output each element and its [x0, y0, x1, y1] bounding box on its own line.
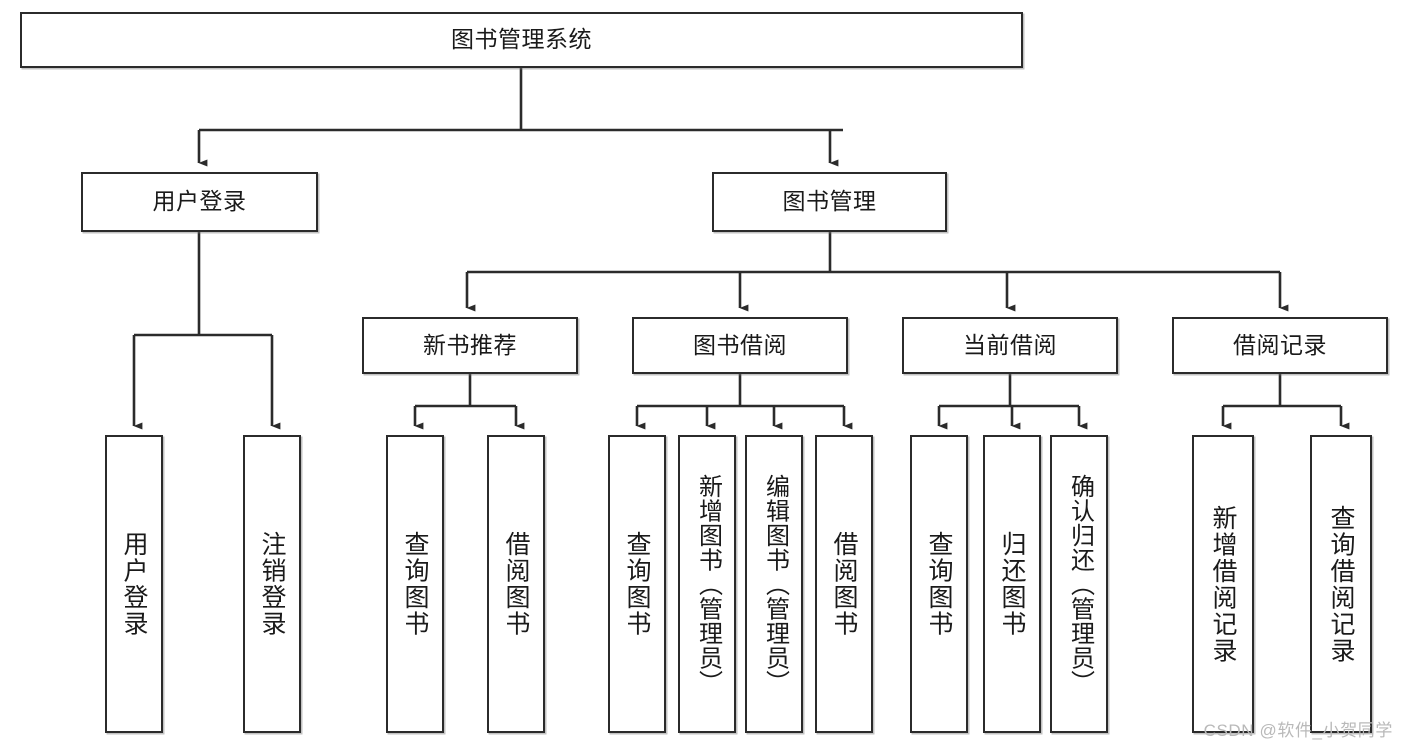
- node-leaf-user-login[interactable]: 用户登录: [105, 435, 163, 733]
- node-leaf-borrow-book-rec[interactable]: 借阅图书: [487, 435, 545, 733]
- node-leaf-return-book[interactable]: 归还图书: [983, 435, 1041, 733]
- node-root-system-label: 图书管理系统: [451, 26, 592, 53]
- node-leaf-edit-book-admin-label: 编辑图书（管理员）: [761, 473, 789, 695]
- node-root-system[interactable]: 图书管理系统: [20, 12, 1023, 68]
- node-leaf-query-book-cur-label: 查询图书: [925, 531, 953, 637]
- node-leaf-query-book-rec-label: 查询图书: [401, 531, 429, 637]
- node-borrow-record-label: 借阅记录: [1233, 331, 1327, 358]
- node-leaf-borrow-book-rec-label: 借阅图书: [502, 531, 530, 637]
- node-leaf-add-borrow-record-label: 新增借阅记录: [1209, 504, 1237, 664]
- node-leaf-query-book-borrow[interactable]: 查询图书: [608, 435, 666, 733]
- node-leaf-add-book-admin-label: 新增图书（管理员）: [694, 473, 722, 695]
- node-leaf-query-borrow-record[interactable]: 查询借阅记录: [1310, 435, 1372, 733]
- node-leaf-query-book-borrow-label: 查询图书: [623, 531, 651, 637]
- node-current-borrow[interactable]: 当前借阅: [902, 317, 1118, 374]
- node-new-book-recommend[interactable]: 新书推荐: [362, 317, 578, 374]
- node-leaf-logout-login-label: 注销登录: [258, 531, 286, 637]
- node-book-management[interactable]: 图书管理: [712, 172, 947, 232]
- node-leaf-edit-book-admin[interactable]: 编辑图书（管理员）: [745, 435, 803, 733]
- node-book-borrow-label: 图书借阅: [693, 331, 787, 358]
- node-leaf-confirm-return-admin[interactable]: 确认归还（管理员）: [1050, 435, 1108, 733]
- node-leaf-query-book-cur[interactable]: 查询图书: [910, 435, 968, 733]
- csdn-watermark: CSDN @软件_小贺同学: [1203, 721, 1393, 740]
- node-leaf-confirm-return-admin-label: 确认归还（管理员）: [1066, 473, 1094, 695]
- node-leaf-add-book-admin[interactable]: 新增图书（管理员）: [678, 435, 736, 733]
- node-user-login-label: 用户登录: [152, 188, 247, 215]
- node-book-management-label: 图书管理: [782, 188, 877, 215]
- node-leaf-query-book-rec[interactable]: 查询图书: [386, 435, 444, 733]
- node-borrow-record[interactable]: 借阅记录: [1172, 317, 1388, 374]
- node-leaf-user-login-label: 用户登录: [120, 531, 148, 637]
- node-leaf-borrow-book-label: 借阅图书: [830, 531, 858, 637]
- node-leaf-return-book-label: 归还图书: [998, 531, 1026, 637]
- node-new-book-recommend-label: 新书推荐: [423, 331, 517, 358]
- node-user-login[interactable]: 用户登录: [81, 172, 318, 232]
- node-current-borrow-label: 当前借阅: [963, 331, 1057, 358]
- node-leaf-query-borrow-record-label: 查询借阅记录: [1327, 504, 1355, 664]
- node-leaf-logout-login[interactable]: 注销登录: [243, 435, 301, 733]
- node-leaf-add-borrow-record[interactable]: 新增借阅记录: [1192, 435, 1254, 733]
- node-book-borrow[interactable]: 图书借阅: [632, 317, 848, 374]
- node-leaf-borrow-book[interactable]: 借阅图书: [815, 435, 873, 733]
